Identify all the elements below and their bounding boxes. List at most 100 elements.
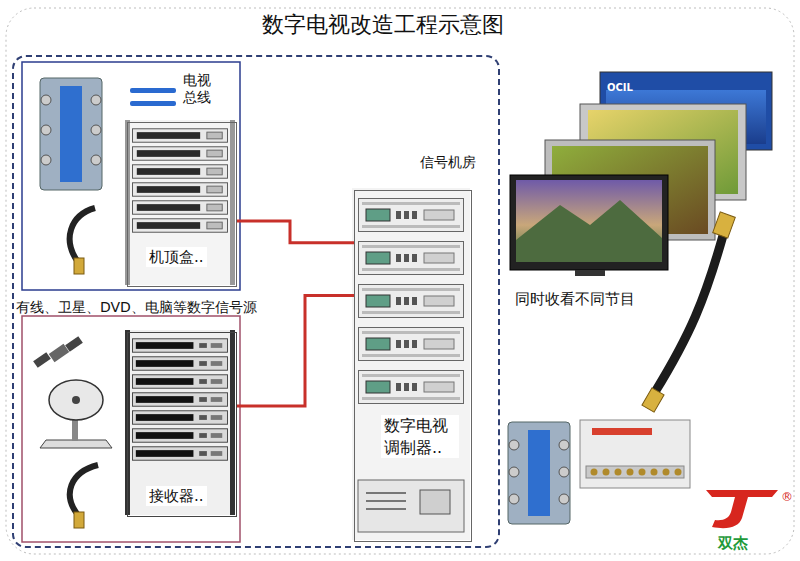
receiver-rack-art [132,339,227,352]
dish-icon [49,380,103,420]
coax-cable-icon [74,258,84,274]
tv-monitor [510,175,668,270]
brand-label: OCIL [607,82,633,94]
stb-rack-art [132,147,227,160]
receiver-rack-art [132,429,227,442]
splitter-icon [91,125,101,135]
modulator-rack-art [359,199,464,232]
coax-cable-icon [713,212,736,238]
stb-rack-art [125,120,235,285]
splitter-icon [41,155,51,165]
node-label: 信号机房 [420,153,476,172]
node-label: 机顶盒.. [146,247,207,267]
amplifier-icon [603,469,610,476]
receiver-rack: 接收器.. [127,332,237,517]
label-wrap: 双杰 [718,533,748,552]
splitter-icon [509,440,519,450]
modulator-rack: 数字电视 调制器.. [354,190,472,542]
amplifier-icon [615,469,622,476]
receiver-rack-art [132,375,227,388]
dish-icon [72,396,80,404]
coax-cable-icon [74,512,84,528]
splitter-icon [508,422,570,524]
coax-cable-icon [642,388,664,412]
label-wrap: ® [781,486,793,505]
stb-rack-art [132,129,227,142]
title-wrap: 数字电视改造工程示意图 [262,12,504,38]
bus-line-symbol [130,88,176,106]
tv-monitor [575,270,605,276]
amplifier-icon [592,428,652,435]
logo-mark [706,490,778,528]
node-label: 接收器.. [146,486,207,506]
bus-line-symbol [130,88,176,93]
dish-icon [40,440,112,448]
modulator-rack-art [366,508,406,510]
label-wrap: 有线、卫星、DVD、电脑等数字信号源 [16,297,257,316]
stb-rack-art [132,165,227,178]
tv-monitor [516,200,662,262]
logo-text: 双杰 [718,534,748,552]
stb-rack-art [132,219,227,232]
splitter-icon [60,86,82,182]
receiver-rack-art [132,447,227,460]
satellite-icon [65,336,83,352]
modulator-rack-art [366,492,406,494]
stb-rack-art [132,183,227,196]
modulator-rack-art [359,328,464,361]
modulator-rack-art [359,285,464,318]
tv-monitor [510,175,668,276]
modulator-rack-art [359,371,464,404]
splitter-icon [509,494,519,504]
splitter-icon [40,78,102,190]
splitter-icon [41,125,51,135]
bus-label: 电视 总线 [183,72,213,106]
logo-mark [706,490,778,528]
amplifier-icon [580,420,690,488]
stb-rack: 机顶盒.. [127,122,237,287]
source-label: 有线、卫星、DVD、电脑等数字信号源 [16,299,257,316]
splitter-icon [40,78,102,190]
satellite-icon [33,352,51,368]
amplifier-icon [663,469,670,476]
trademark-mark: ® [781,490,793,504]
coax-cable-icon [655,232,724,392]
amplifier-icon [627,469,634,476]
splitter-icon [41,95,51,105]
receiver-rack-art [230,330,235,515]
receiver-group-frame [22,316,240,542]
node-label: 同时收看不同节目 [515,289,635,309]
modulator-rack-art [352,188,470,540]
bus-line-symbol [130,101,176,106]
stb-rack-art [230,120,235,285]
modulator-rack-art [359,242,464,275]
amplifier-icon [580,420,690,488]
tv-group: 同时收看不同节目 [505,65,780,315]
label-wrap: OCIL [607,76,633,95]
coax-cable-icon [70,208,95,262]
splitter-icon [559,440,569,450]
amplifier-icon [651,469,658,476]
modulator-rack-art [358,480,464,532]
diagram-title: 数字电视改造工程示意图 [262,12,504,38]
coax-cable-icon [642,212,735,412]
splitter-icon [509,467,519,477]
amplifier-icon [639,469,646,476]
av-cable [237,221,354,243]
satellite-icon [33,336,83,368]
stb-rack-art [125,120,235,285]
dish-icon [40,380,112,448]
amplifier-icon [591,469,598,476]
receiver-rack-art [132,357,227,370]
receiver-rack-art [132,411,227,424]
stb-group-frame [22,62,240,290]
amplifier-icon [675,469,682,476]
splitter-icon [528,430,550,516]
splitter-icon [91,155,101,165]
splitter-icon [559,467,569,477]
splitter-icon [508,422,570,524]
splitter-icon [91,95,101,105]
